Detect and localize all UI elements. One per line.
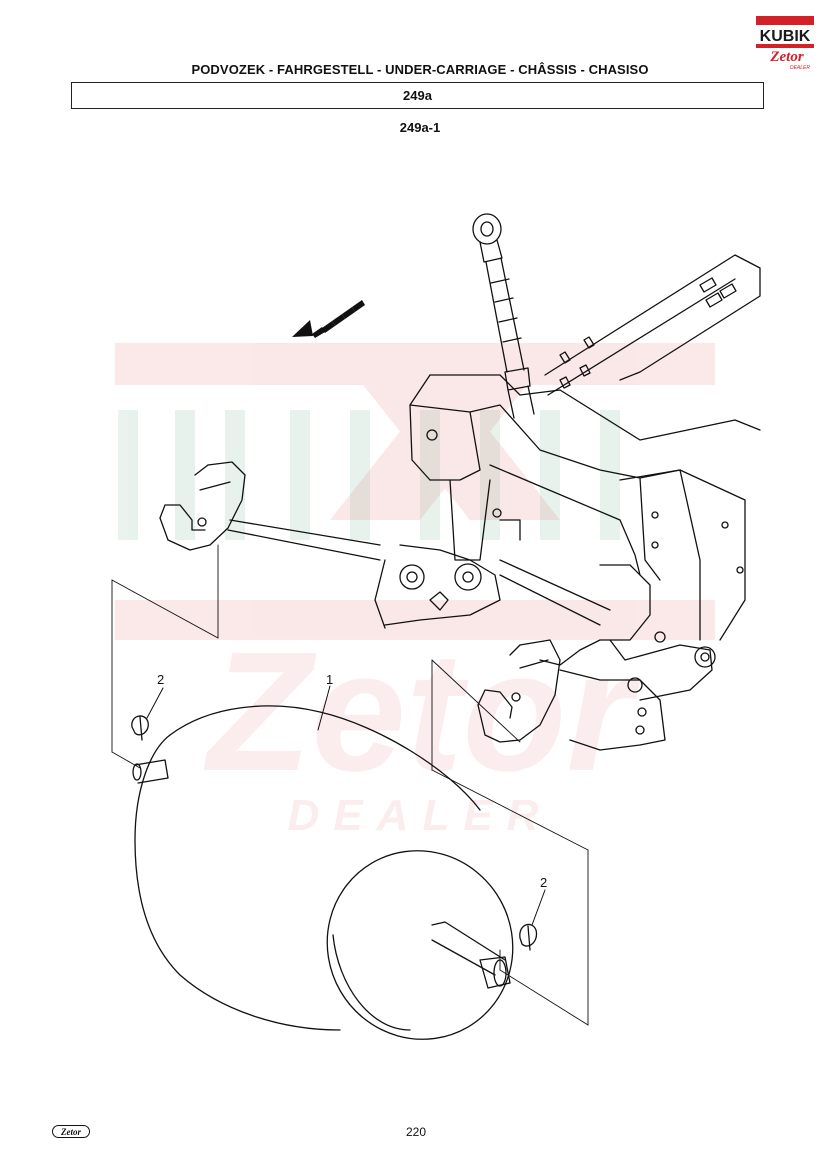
callout-2-left: 2 [157, 672, 164, 687]
svg-text:DEALER: DEALER [790, 65, 810, 71]
linch-pin-right [519, 923, 538, 951]
left-quick-hitch-hook [159, 461, 381, 561]
svg-text:Zetor: Zetor [60, 1127, 81, 1137]
zetor-footer-logo: Zetor [52, 1125, 90, 1138]
ballast-roller [132, 705, 514, 1040]
page-title: PODVOZEK - FAHRGESTELL - UNDER-CARRIAGE … [191, 62, 649, 77]
svg-text:KUBIK: KUBIK [760, 28, 811, 45]
figure-code: 249a-1 [399, 120, 441, 135]
top-link [472, 213, 535, 419]
section-code-box: 249a [71, 82, 764, 109]
kubik-zetor-logo: KUBIK Zetor DEALER [756, 16, 814, 71]
page-number: 220 [405, 1125, 427, 1139]
main-frame [409, 254, 761, 641]
exploded-view-drawing: 2 1 2 [111, 213, 761, 1040]
callout-1: 1 [326, 672, 333, 687]
linch-pin-left [131, 715, 149, 741]
callout-2-right: 2 [540, 875, 547, 890]
direction-arrow-icon [292, 300, 365, 338]
svg-text:Zetor: Zetor [769, 49, 803, 65]
section-code: 249a [403, 88, 432, 103]
left-lower-link [374, 479, 611, 629]
right-lower-link [477, 564, 716, 751]
